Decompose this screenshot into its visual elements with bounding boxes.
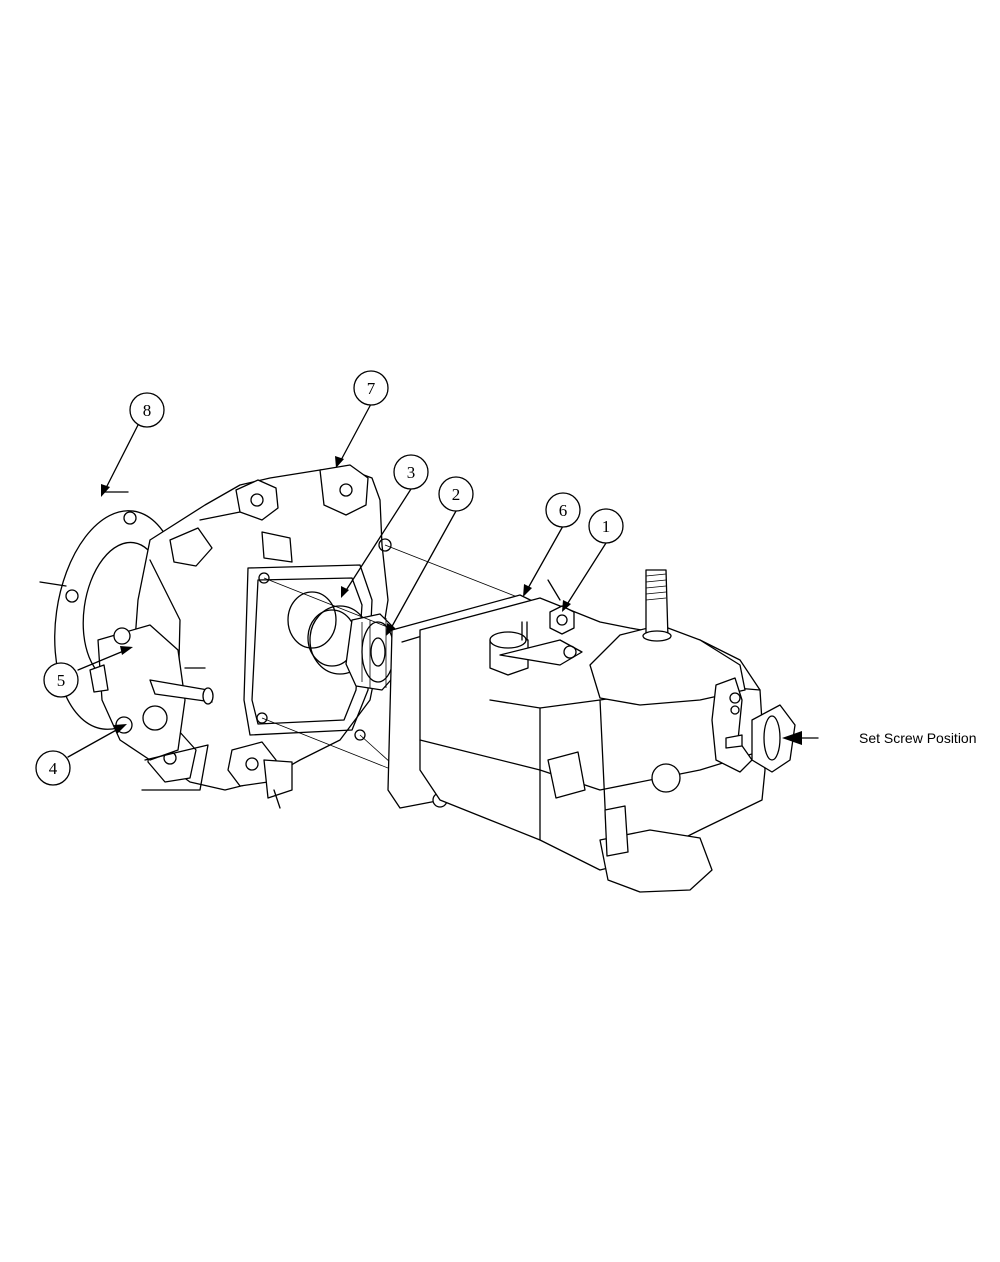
callout-number: 8 — [143, 401, 152, 420]
callout-balloon — [438, 476, 474, 512]
callout-1: 1 — [588, 508, 624, 544]
callout-balloon — [393, 454, 429, 490]
callout-number: 4 — [49, 759, 58, 778]
callout-number: 7 — [367, 379, 376, 398]
callout-4: 4 — [35, 750, 71, 786]
callout-balloon — [353, 370, 389, 406]
leader-lines — [67, 403, 819, 758]
callout-number: 6 — [559, 501, 568, 520]
callout-number: 2 — [452, 485, 461, 504]
set-screw-position-label: Set Screw Position — [859, 730, 977, 746]
transaxle-housing — [419, 569, 796, 893]
callout-balloon — [35, 750, 71, 786]
callout-balloon — [588, 508, 624, 544]
callout-balloon — [545, 492, 581, 528]
callout-7: 7 — [353, 370, 389, 406]
callout-balloon — [43, 662, 79, 698]
callout-6: 6 — [545, 492, 581, 528]
callout-number: 5 — [57, 671, 66, 690]
callout-3: 3 — [393, 454, 429, 490]
callout-number: 1 — [602, 517, 611, 536]
callout-balloon — [129, 392, 165, 428]
callout-8: 8 — [129, 392, 165, 428]
callout-2: 2 — [438, 476, 474, 512]
callout-5: 5 — [43, 662, 79, 698]
pinion-gear — [345, 613, 399, 691]
callout-number: 3 — [407, 463, 416, 482]
